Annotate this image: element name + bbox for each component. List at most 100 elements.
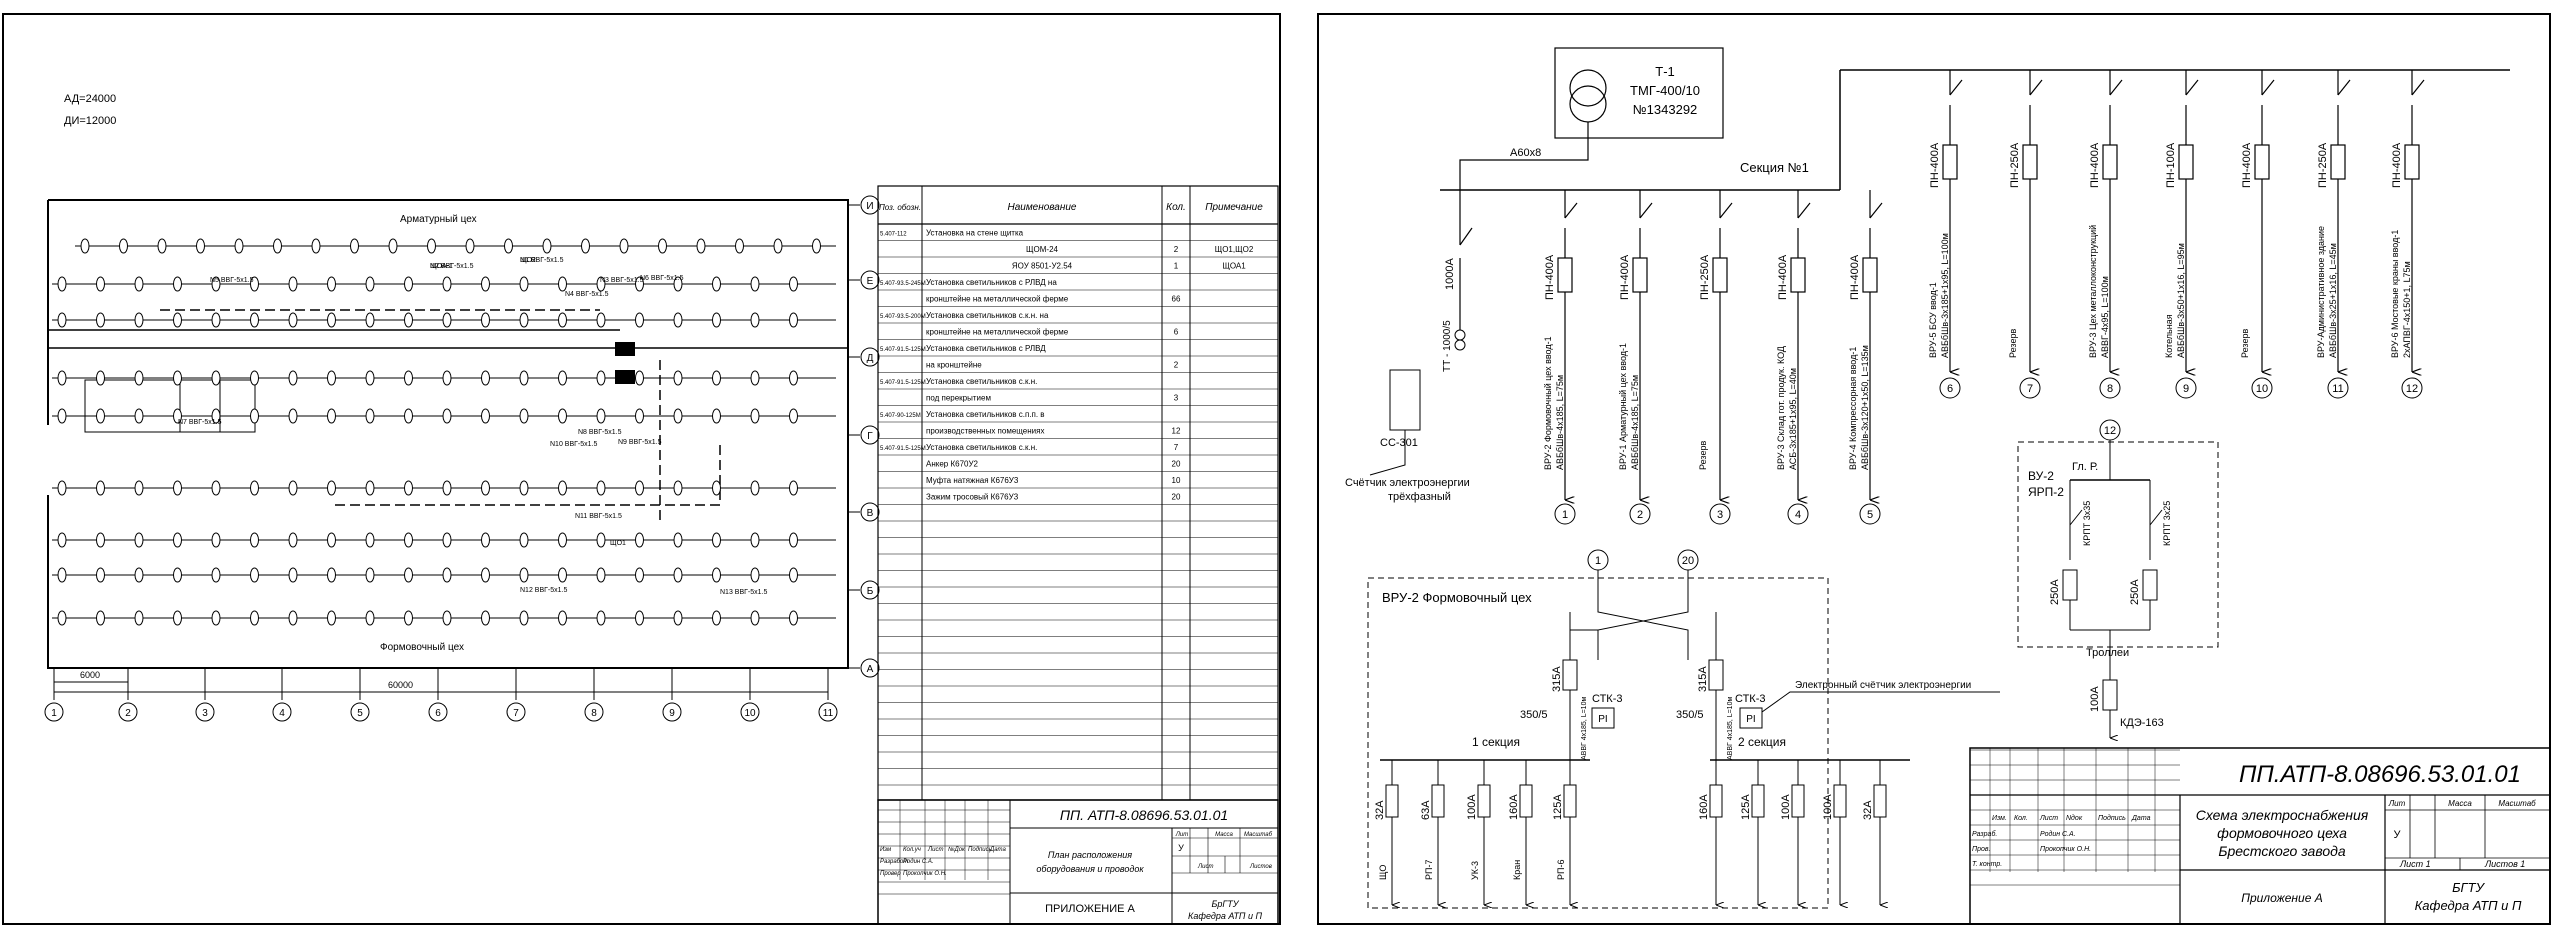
vu2-block: ВУ-2 ЯРП-2 12 Гл. Р. КРПТ 3х35 КРПТ 3х25… — [2017, 419, 2219, 738]
stamp-lit-hdr: Лит — [2388, 799, 2406, 808]
luminaire — [519, 276, 529, 292]
meter-note-2: трёхфазный — [1388, 491, 1451, 503]
feeder-num: 3 — [1717, 509, 1723, 521]
luminaire — [80, 238, 90, 254]
luminaire — [635, 567, 644, 583]
luminaire — [596, 480, 606, 496]
feeder-num: 7 — [2027, 383, 2033, 395]
luminaire — [735, 238, 744, 254]
luminaire — [519, 480, 529, 496]
meter-label: СС-301 — [1380, 437, 1418, 449]
vru2-fuse-2 — [1708, 659, 1724, 691]
stamp-sheets: Листов 1 — [2484, 859, 2525, 869]
panel-shch-o1 — [615, 342, 635, 356]
luminaire — [673, 480, 683, 496]
luminaire — [596, 532, 606, 548]
stamp-name: Родин С.А. — [903, 859, 934, 865]
stamp-name: Прокопчик О.Н. — [2040, 846, 2091, 853]
feeder-node — [2327, 377, 2349, 399]
spec-header: Поз. обозн. — [879, 203, 921, 212]
luminaire — [773, 238, 783, 254]
stamp-col: Изм. — [1992, 815, 2007, 822]
stamp-col: Лист — [2039, 815, 2058, 822]
luminaire — [211, 532, 221, 548]
luminaire — [173, 480, 182, 496]
luminaire — [750, 408, 760, 424]
luminaire — [273, 238, 282, 254]
spec-qty: 10 — [1172, 476, 1181, 485]
axis-number: 10 — [744, 708, 756, 719]
cable-label: N7 ВВГ-5x1.5 — [178, 419, 222, 426]
stamp-lit-hdr: Масса — [2448, 799, 2472, 808]
vru2-feeders: 32АЩО63АРП-7100АУК-3160АКран125АРП-6160А… — [1374, 760, 1886, 905]
luminaire — [57, 370, 67, 386]
section-label: Секция №1 — [1740, 160, 1809, 175]
stamp-appendix: Приложение А — [2241, 891, 2322, 905]
feeder-num: 6 — [1947, 383, 1953, 395]
luminaire — [57, 480, 67, 496]
panel-shch-o2 — [615, 370, 635, 384]
cable-label: N5 ВВГ-5x1.5 — [210, 277, 254, 284]
luminaire — [481, 610, 490, 626]
luminaire — [327, 567, 336, 583]
luminaire — [673, 532, 683, 548]
spec-name: на кронштейне — [926, 361, 982, 370]
axis-number: 7 — [513, 708, 519, 719]
transformer-t1: Т-1 ТМГ-400/10 №1343292 — [1554, 47, 1724, 139]
spec-name: ЩОМ-24 — [1026, 245, 1059, 254]
feeder-fuse — [2022, 144, 2038, 180]
luminaire — [558, 276, 567, 292]
spec-qty: 7 — [1174, 443, 1179, 452]
axis-number: 3 — [202, 708, 208, 719]
feeder-node — [2099, 377, 2121, 399]
feeder-text: ВРУ-3 Склад гот. продук. КОД — [1776, 346, 1786, 470]
luminaire — [57, 610, 67, 626]
luminaire — [211, 370, 221, 386]
axis-number: 6 — [435, 708, 441, 719]
ct-2: 350/5 — [1676, 709, 1704, 721]
stamp-role: Т. контр. — [1972, 861, 2002, 868]
luminaire — [696, 238, 706, 254]
cable-label: N2 ВВГ-5x1.5 — [430, 263, 474, 270]
stamp-col: Изм — [880, 847, 891, 853]
meter-2-pi: PI — [1746, 714, 1755, 725]
vru2-feeder-fuse — [1563, 784, 1577, 818]
feeder-node — [1787, 503, 1809, 525]
spec-header: Кол. — [1166, 202, 1186, 213]
luminaire — [481, 370, 490, 386]
spec-header: Наименование — [1007, 202, 1076, 213]
feeder-rating: ПН-400А — [1619, 254, 1631, 300]
luminaire — [57, 532, 67, 548]
luminaire — [288, 567, 298, 583]
axis-marker — [44, 702, 64, 722]
vu2-out-fuse-rating: 100А — [2089, 686, 2101, 712]
vru2-cross — [1597, 570, 1689, 660]
feeder-switch — [2411, 79, 2425, 96]
axis-letter: А — [867, 664, 874, 675]
vu2-sub: ЯРП-2 — [2028, 485, 2064, 499]
stamp-sheet: Лист 1 — [2399, 859, 2431, 869]
luminaire — [250, 276, 259, 292]
luminaire — [96, 567, 105, 583]
stamp-lit-hdr: Лит — [1175, 832, 1188, 838]
cable-label: N9 ВВГ-5x1.5 — [618, 439, 662, 446]
vru2-cable-1: АВВГ 4х185, L=10м — [1581, 697, 1588, 760]
luminaire — [712, 312, 721, 328]
luminaire — [327, 276, 336, 292]
cable-label: N8 ВВГ-5x1.5 — [578, 429, 622, 436]
vru2-feeder-fuse — [1791, 784, 1805, 818]
luminaire — [173, 610, 182, 626]
spec-qty: 6 — [1174, 328, 1179, 337]
axis-letter: Д — [867, 353, 874, 364]
feeder-text: ВРУ-2 Формовочный цех ввод-1 — [1543, 336, 1553, 470]
axis-marker — [860, 502, 880, 522]
spec-pos: 5.407-91.5-125М — [880, 347, 926, 353]
busbar-label: А60х8 — [1510, 147, 1541, 159]
feeder-text: ВРУ-4 Компрессорная ввод-1 — [1848, 347, 1858, 470]
luminaire — [350, 238, 359, 254]
luminaire — [134, 408, 144, 424]
luminaire — [442, 610, 452, 626]
feeder-rating: ПН-400А — [1777, 254, 1789, 300]
vru2-feeder-fuse — [1385, 784, 1399, 818]
feeder-cable: АВБбШв-4х185, L=75м — [1630, 375, 1640, 470]
